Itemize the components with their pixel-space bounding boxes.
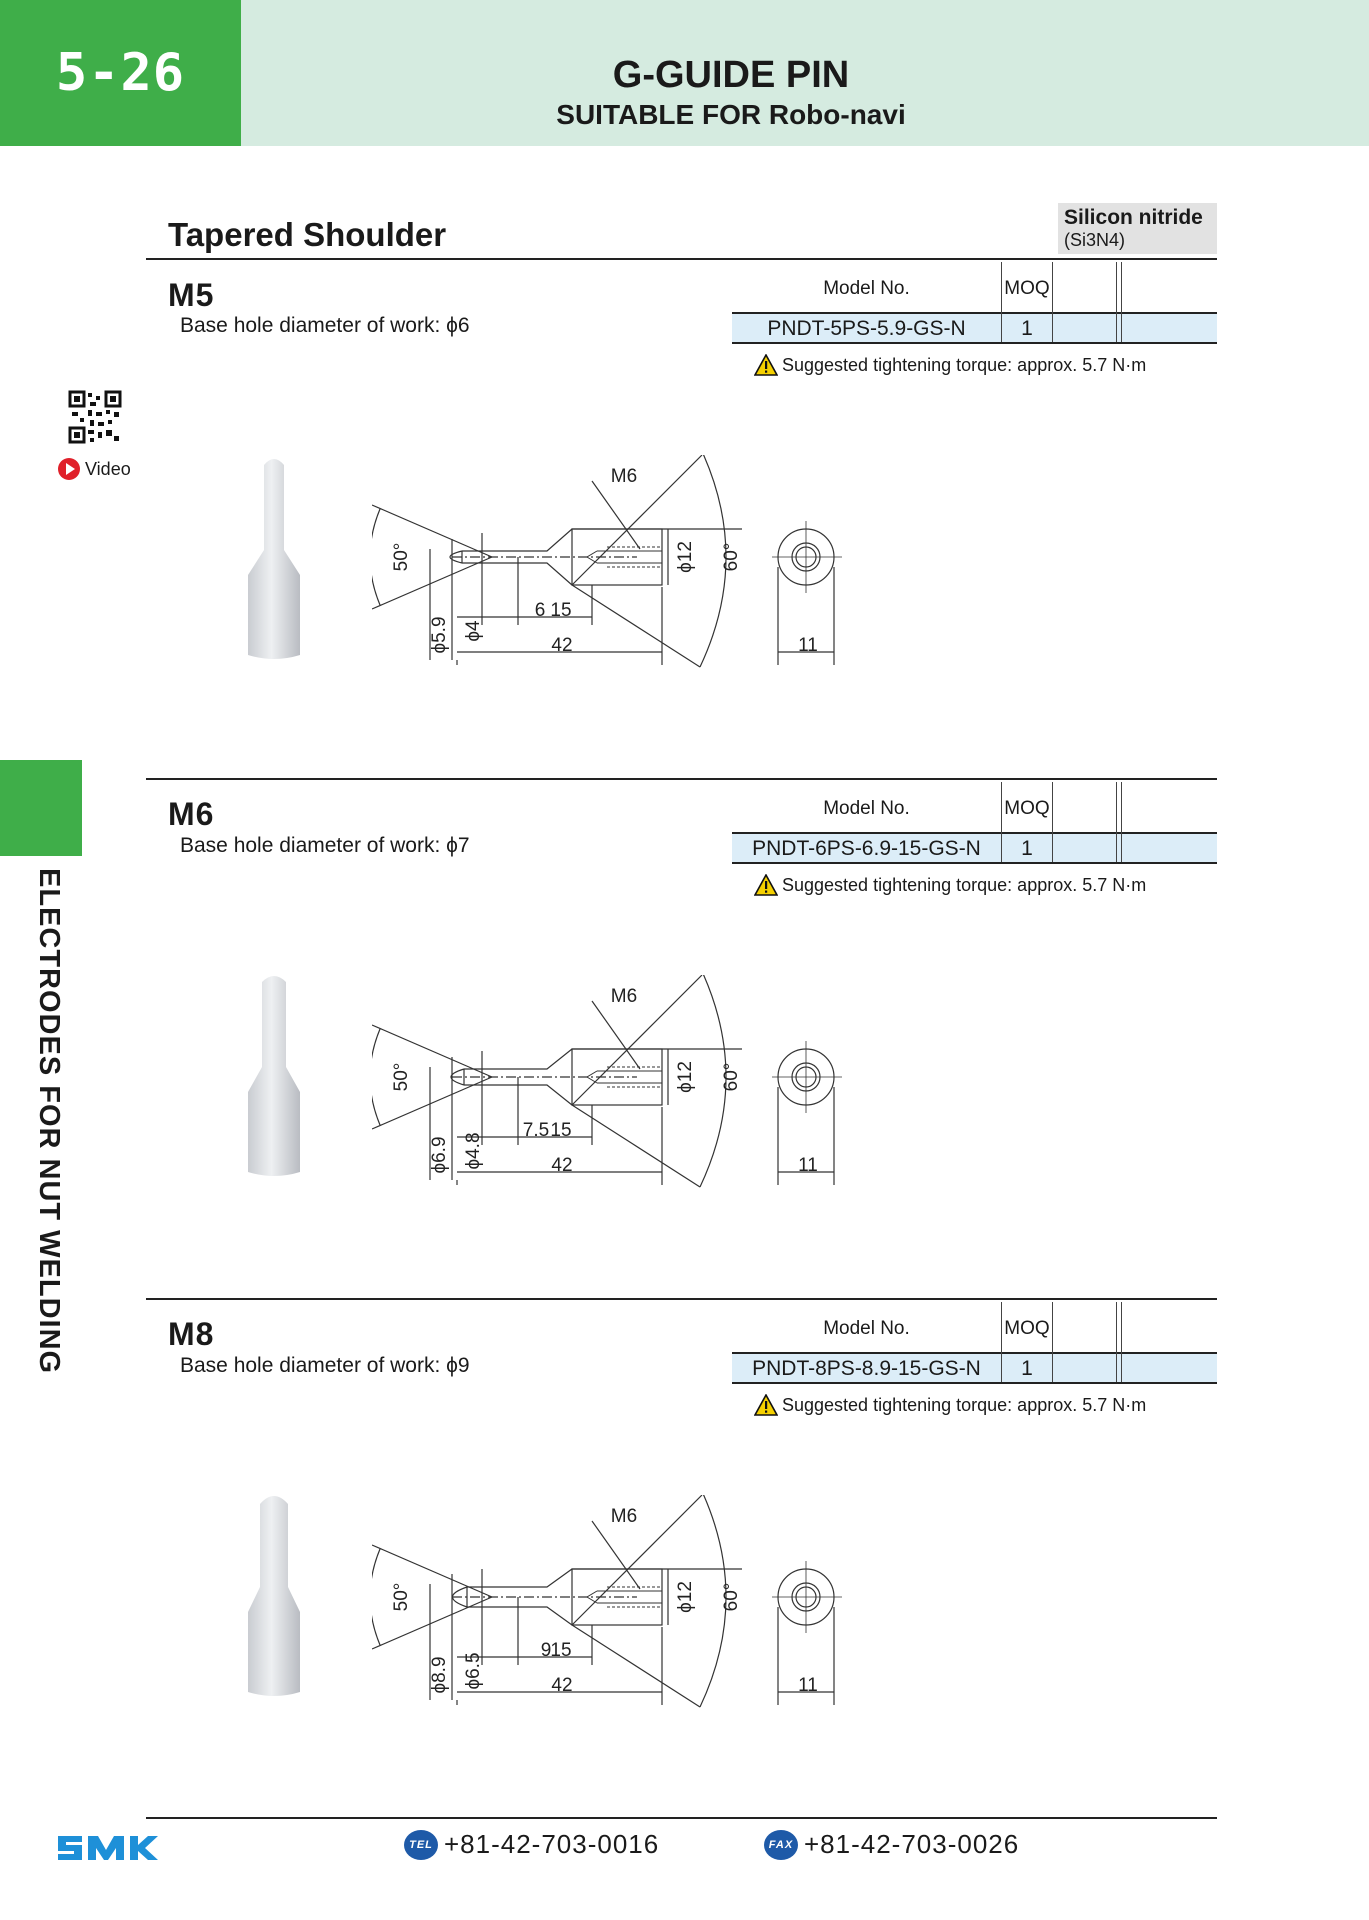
material-formula: (Si3N4) — [1064, 230, 1126, 250]
dimension-label: 11 — [798, 635, 818, 656]
size-label-m8: M8 — [168, 1316, 215, 1352]
play-icon — [58, 458, 80, 480]
product-photo-m5 — [248, 459, 300, 659]
base-hole-m8: Base hole diameter of work: ϕ9 — [180, 1354, 470, 1377]
size-label-m6: M6 — [168, 796, 215, 832]
phone-contact[interactable]: TEL +81-42-703-0016 — [404, 1829, 659, 1860]
model-table-m8: Model No. MOQ PNDT-8PS-8.9-15-GS-N 1 — [732, 1302, 1217, 1384]
dimension-label: 9 — [541, 1640, 552, 1661]
base-hole-m5: Base hole diameter of work: ϕ6 — [180, 314, 470, 337]
header-model: Model No. — [823, 798, 910, 819]
dimension-label: ϕ12 — [675, 541, 696, 573]
page-title: G-GUIDE PIN — [612, 54, 850, 96]
phone-icon: TEL — [404, 1829, 438, 1860]
video-label: Video — [85, 458, 131, 479]
model-table-m5: Model No. MOQ PNDT-5PS-5.9-GS-N 1 — [732, 262, 1217, 344]
header-moq: MOQ — [1004, 798, 1050, 819]
table-row[interactable]: PNDT-6PS-6.9-15-GS-N 1 — [732, 832, 1217, 864]
dimension-label: ϕ8.9 — [429, 1656, 450, 1693]
dimension-label: 60° — [721, 543, 742, 572]
torque-note-m8: Suggested tightening torque: approx. 5.7… — [754, 1394, 1146, 1416]
dimension-label: M6 — [611, 1506, 637, 1527]
dimension-label: ϕ6.5 — [463, 1652, 484, 1689]
dimension-label: 50° — [391, 543, 412, 572]
header-moq: MOQ — [1004, 1318, 1050, 1339]
warning-icon — [754, 1394, 778, 1416]
dimension-label: 7.5 — [523, 1120, 549, 1141]
dimension-label: 60° — [721, 1583, 742, 1612]
dimension-label: 42 — [551, 635, 572, 656]
product-photo-m6 — [248, 976, 300, 1176]
header-model: Model No. — [823, 278, 910, 299]
dimension-label: ϕ4 — [463, 620, 484, 642]
table-row[interactable]: PNDT-5PS-5.9-GS-N 1 — [732, 312, 1217, 344]
dimension-label: 11 — [798, 1155, 818, 1176]
dimension-label: M6 — [611, 986, 637, 1007]
dimension-label: ϕ5.9 — [429, 616, 450, 653]
side-tab-marker — [0, 760, 82, 856]
qr-code-icon[interactable] — [68, 390, 122, 444]
dimension-label: 50° — [391, 1063, 412, 1092]
video-link[interactable]: Video — [58, 458, 131, 480]
fax-number: +81-42-703-0026 — [804, 1829, 1020, 1859]
table-row[interactable]: PNDT-8PS-8.9-15-GS-N 1 — [732, 1352, 1217, 1384]
section-title: Tapered Shoulder — [168, 216, 447, 253]
material-badge: Silicon nitride (Si3N4) — [1058, 203, 1217, 254]
dimension-label: ϕ12 — [675, 1581, 696, 1613]
model-number: PNDT-6PS-6.9-15-GS-N — [752, 837, 981, 860]
material-name: Silicon nitride — [1064, 206, 1203, 229]
header-moq: MOQ — [1004, 278, 1050, 299]
side-category-title: ELECTRODES FOR NUT WELDING — [33, 868, 65, 1375]
model-table-m6: Model No. MOQ PNDT-6PS-6.9-15-GS-N 1 — [732, 782, 1217, 864]
dimension-label: ϕ4.8 — [463, 1132, 484, 1169]
page-subtitle: SUITABLE FOR Robo-navi — [556, 99, 906, 130]
model-number: PNDT-8PS-8.9-15-GS-N — [752, 1357, 981, 1380]
footer-rule — [146, 1817, 1217, 1819]
dimension-label: 42 — [551, 1155, 572, 1176]
torque-note-m5: Suggested tightening torque: approx. 5.7… — [754, 354, 1146, 376]
moq-value: 1 — [1021, 317, 1033, 340]
dimension-label: M6 — [611, 466, 637, 487]
phone-number: +81-42-703-0016 — [444, 1829, 660, 1859]
section-rule — [146, 1298, 1217, 1300]
fax-contact[interactable]: FAX +81-42-703-0026 — [764, 1829, 1019, 1860]
moq-value: 1 — [1021, 837, 1033, 860]
dimension-label: 60° — [721, 1063, 742, 1092]
size-label-m5: M5 — [168, 277, 215, 313]
warning-icon — [754, 874, 778, 896]
dimension-label: 42 — [551, 1675, 572, 1696]
dimension-label: 15 — [550, 1120, 571, 1141]
dimension-label: 15 — [550, 1640, 571, 1661]
dimension-label: 6 — [535, 600, 546, 621]
base-hole-m6: Base hole diameter of work: ϕ7 — [180, 834, 470, 857]
header-model: Model No. — [823, 1318, 910, 1339]
section-rule — [146, 258, 1217, 260]
dimension-label: 50° — [391, 1583, 412, 1612]
torque-note-m6: Suggested tightening torque: approx. 5.7… — [754, 874, 1146, 896]
dimension-label: 15 — [550, 600, 571, 621]
product-photo-m8 — [248, 1496, 300, 1696]
company-logo — [58, 1836, 158, 1860]
dimension-label: 11 — [798, 1675, 818, 1696]
section-rule — [146, 778, 1217, 780]
dimension-label: ϕ12 — [675, 1061, 696, 1093]
model-number: PNDT-5PS-5.9-GS-N — [767, 317, 966, 340]
moq-value: 1 — [1021, 1357, 1033, 1380]
page-number: 5-26 — [0, 0, 241, 146]
fax-icon: FAX — [764, 1829, 798, 1860]
warning-icon — [754, 354, 778, 376]
dimension-label: ϕ6.9 — [429, 1136, 450, 1173]
